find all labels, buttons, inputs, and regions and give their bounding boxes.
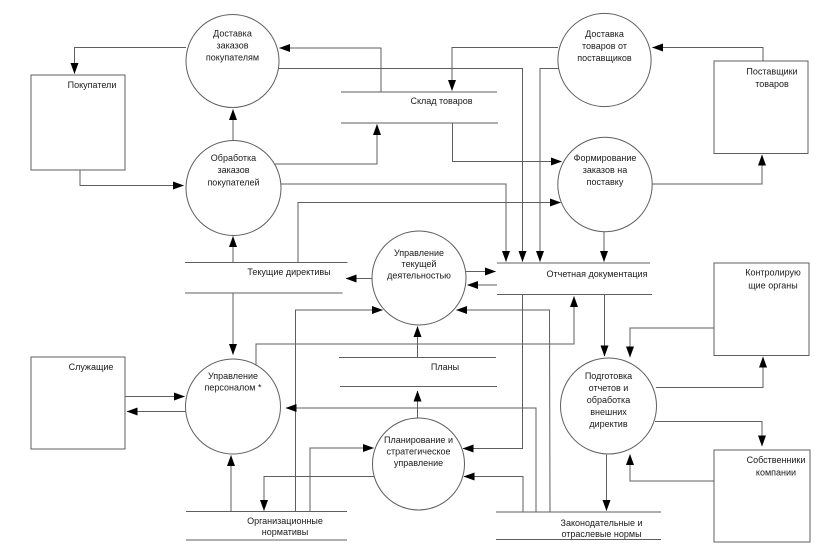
svg-text:покупателей: покупателей <box>207 178 259 188</box>
svg-text:Планы: Планы <box>431 362 459 372</box>
svg-text:Текущие директивы: Текущие директивы <box>247 267 330 277</box>
svg-text:персоналом *: персоналом * <box>204 383 262 393</box>
svg-text:Склад товаров: Склад товаров <box>410 96 472 106</box>
svg-text:Законодательные и: Законодательные и <box>561 518 643 528</box>
svg-text:Подготовка: Подготовка <box>585 371 632 381</box>
svg-text:обработка: обработка <box>587 395 630 405</box>
svg-text:Планирование и: Планирование и <box>384 435 453 445</box>
svg-text:Покупатели: Покупатели <box>68 80 117 90</box>
svg-text:заказов: заказов <box>218 165 250 175</box>
svg-text:щие органы: щие органы <box>748 281 797 291</box>
svg-text:компании: компании <box>756 468 796 478</box>
svg-text:Формирование: Формирование <box>574 153 637 163</box>
svg-text:директив: директив <box>589 419 627 429</box>
svg-text:Доставка: Доставка <box>213 28 252 38</box>
svg-text:заказов на: заказов на <box>583 165 627 175</box>
svg-text:заказов: заказов <box>217 41 249 51</box>
svg-text:товаров от: товаров от <box>582 41 627 51</box>
svg-text:внешних: внешних <box>590 407 627 417</box>
svg-text:Управление: Управление <box>208 371 258 381</box>
svg-text:Организационные: Организационные <box>247 516 323 526</box>
svg-text:отраслевые нормы: отраслевые нормы <box>561 529 641 539</box>
svg-text:Служащие: Служащие <box>69 362 114 372</box>
svg-text:управление: управление <box>394 458 443 468</box>
svg-text:деятельностью: деятельностью <box>387 271 451 281</box>
svg-text:Поставщики: Поставщики <box>746 67 797 77</box>
svg-text:Обработка: Обработка <box>211 153 256 163</box>
svg-text:поставку: поставку <box>587 177 624 187</box>
svg-text:Управление: Управление <box>394 248 444 258</box>
svg-text:товаров: товаров <box>755 79 789 89</box>
svg-text:поставщиков: поставщиков <box>577 53 632 63</box>
svg-text:Доставка: Доставка <box>585 29 624 39</box>
svg-text:Контролирую: Контролирую <box>745 268 801 278</box>
svg-text:Отчетная документация: Отчетная документация <box>547 269 648 279</box>
svg-text:текущей: текущей <box>402 259 437 269</box>
svg-text:отчетов и: отчетов и <box>589 383 629 393</box>
svg-text:покупателям: покупателям <box>206 53 259 63</box>
svg-text:нормативы: нормативы <box>262 527 308 537</box>
svg-text:стратегическое: стратегическое <box>386 447 450 457</box>
svg-text:Собственники: Собственники <box>747 455 806 465</box>
